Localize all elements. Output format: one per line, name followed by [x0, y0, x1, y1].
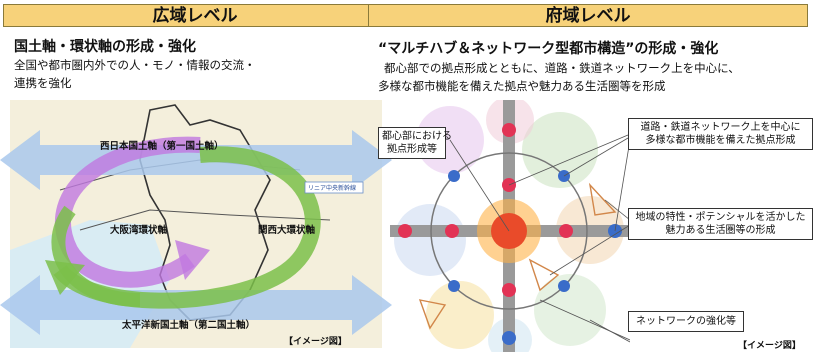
leader-line [549, 224, 630, 276]
left-body-line1: 全国や都市圏内外での人・モノ・情報の交流・ [14, 58, 256, 72]
callout-living-area: 地域の特性・ポテンシャルを活かした 魅力ある生活圏等の形成 [628, 208, 813, 240]
ring-hub [448, 280, 460, 292]
pacific-axis-label: 太平洋新国土軸（第二国土軸） [122, 319, 255, 331]
right-header-text: 府域レベル [545, 6, 631, 26]
left-section-header: 広域レベル [3, 4, 387, 27]
road-hub [398, 224, 412, 238]
kansai-ring-arrowhead [45, 260, 85, 295]
left-body-line2: 連携を強化 [14, 76, 72, 90]
road-hub [502, 283, 516, 297]
network-triangle [588, 182, 617, 216]
kansai-ring-label: 関西大環状軸 [258, 224, 316, 236]
kansai-axes-map: 西日本国土軸（第一国土軸） リニア中央新幹線 大阪湾環状軸 関西大環状軸 太平洋… [0, 100, 392, 348]
leader-line [508, 134, 629, 186]
osaka-bay-ring [55, 136, 201, 288]
left-heading: 国土軸・環状軸の形成・強化 [14, 39, 196, 55]
callout-central-hub: 都心部における 拠点形成等 [378, 127, 452, 159]
right-heading: “マルチハブ＆ネットワーク型都市構造”の形成・強化 [378, 41, 719, 57]
linear-label-bg [304, 181, 364, 194]
road-hub [502, 331, 516, 345]
osaka-bay-ring-arrowhead [175, 240, 210, 280]
callout-living-area-line2: 魅力ある生活圏等の形成 [665, 225, 776, 236]
right-body-line2: 多様な都市機能を備えた拠点や魅力ある生活圏等を形成 [378, 79, 666, 93]
left-header-text: 広域レベル [152, 6, 238, 26]
callout-network: ネットワークの強化等 [628, 311, 744, 332]
right-section-header: 府域レベル [368, 4, 808, 27]
callout-network-text: ネットワークの強化等 [636, 316, 736, 327]
network-triangle [418, 299, 447, 330]
callout-network-hubs-line1: 道路・鉄道ネットワーク上を中心に [640, 122, 801, 133]
callout-central-hub-line2: 拠点形成等 [387, 144, 437, 155]
left-image-caption: 【イメージ図】 [284, 337, 347, 347]
ring-hub [448, 170, 460, 182]
road-hub [502, 123, 516, 137]
road-hub [559, 224, 573, 238]
osaka-bay-ring-label: 大阪湾環状軸 [110, 224, 168, 236]
callout-central-hub-line1: 都心部における [382, 131, 452, 142]
leader-line [563, 137, 629, 177]
linear-label: リニア中央新幹線 [308, 184, 356, 192]
ring-hub [558, 280, 570, 292]
leader-line [614, 139, 630, 232]
right-body-line1: 都心部での拠点形成とともに、道路・鉄道ネットワーク上を中心に、 [384, 61, 740, 75]
leader-line [449, 139, 510, 232]
right-image-caption: 【イメージ図】 [738, 341, 801, 351]
west-axis-label: 西日本国土軸（第一国土軸） [100, 140, 224, 152]
network-triangle [528, 258, 560, 292]
callout-network-hubs: 道路・鉄道ネットワーク上を中心に 多様な都市機能を備えた拠点形成 [628, 118, 813, 150]
leader-line [604, 199, 630, 221]
living-area-blob [522, 112, 598, 188]
callout-living-area-line1: 地域の特性・ポテンシャルを活かした [635, 212, 806, 223]
living-area-blob [534, 274, 606, 346]
callout-network-hubs-line2: 多様な都市機能を備えた拠点形成 [645, 135, 796, 146]
map-route-line [79, 209, 331, 231]
network-ring-road [430, 152, 588, 310]
road-hub [445, 224, 459, 238]
leader-line [589, 319, 630, 343]
living-area-blob [426, 281, 494, 349]
multihub-network-diagram [390, 100, 630, 352]
living-area-blob [394, 204, 466, 276]
